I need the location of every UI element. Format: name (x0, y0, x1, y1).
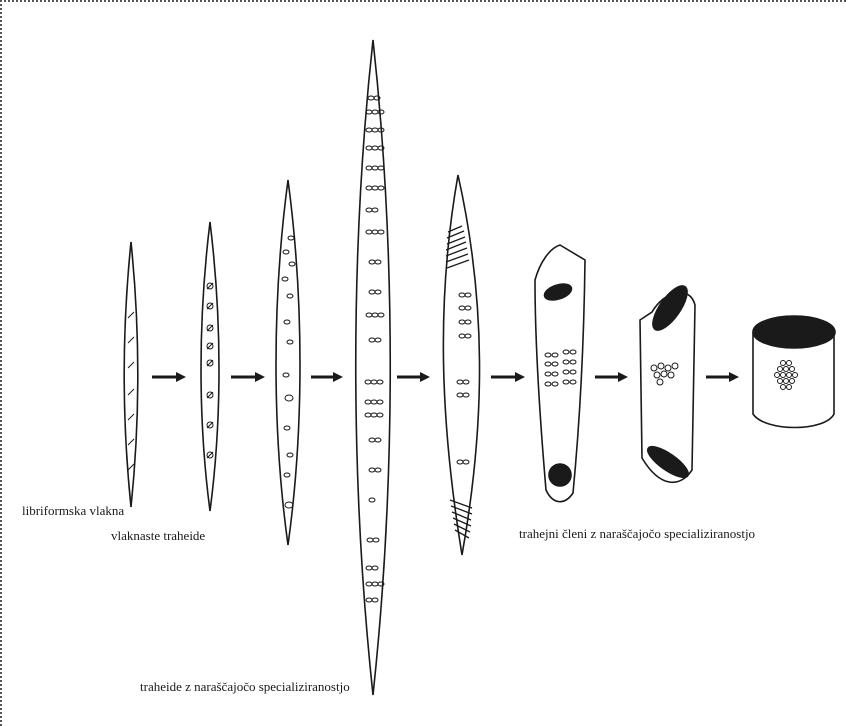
bordered-pits (207, 283, 213, 458)
tracheid-long-pits (365, 96, 384, 602)
label-libriform-fibers: libriformska vlakna (22, 503, 124, 519)
vessel-member-3 (753, 316, 835, 428)
vessel-member-2 (640, 281, 695, 482)
arrow-6 (595, 372, 628, 382)
transitional-element (443, 175, 479, 555)
transitional-pits (457, 293, 471, 464)
fiber-tracheid (201, 222, 219, 511)
vessel-pits-2 (651, 363, 678, 385)
vessel-member-1 (535, 245, 585, 502)
arrow-5 (491, 372, 525, 382)
simple-perforation-plate (753, 316, 835, 348)
perforation-plate-bottom (644, 442, 692, 483)
perforation-plate-top (543, 281, 574, 303)
vessel-pits-1 (545, 350, 576, 386)
tracheid-long (356, 40, 391, 695)
arrow-1 (152, 372, 186, 382)
label-vessel-members: trahejni členi z naraščajočo specializir… (519, 526, 755, 542)
vessel-pits-3 (775, 361, 798, 390)
arrow-7 (706, 372, 739, 382)
scalariform-perforation-bottom (450, 500, 472, 538)
tracheid-pits (282, 236, 295, 508)
arrow-3 (311, 372, 343, 382)
tracheid-narrow (276, 180, 300, 545)
label-fiber-tracheids: vlaknaste traheide (111, 528, 205, 544)
fiber-slit-pits (128, 312, 134, 470)
libriform-fiber (124, 242, 138, 507)
arrow-2 (231, 372, 265, 382)
label-tracheids: traheide z naraščajočo specializiranostj… (140, 679, 350, 695)
arrow-4 (397, 372, 430, 382)
perforation-plate-bottom (549, 464, 571, 486)
